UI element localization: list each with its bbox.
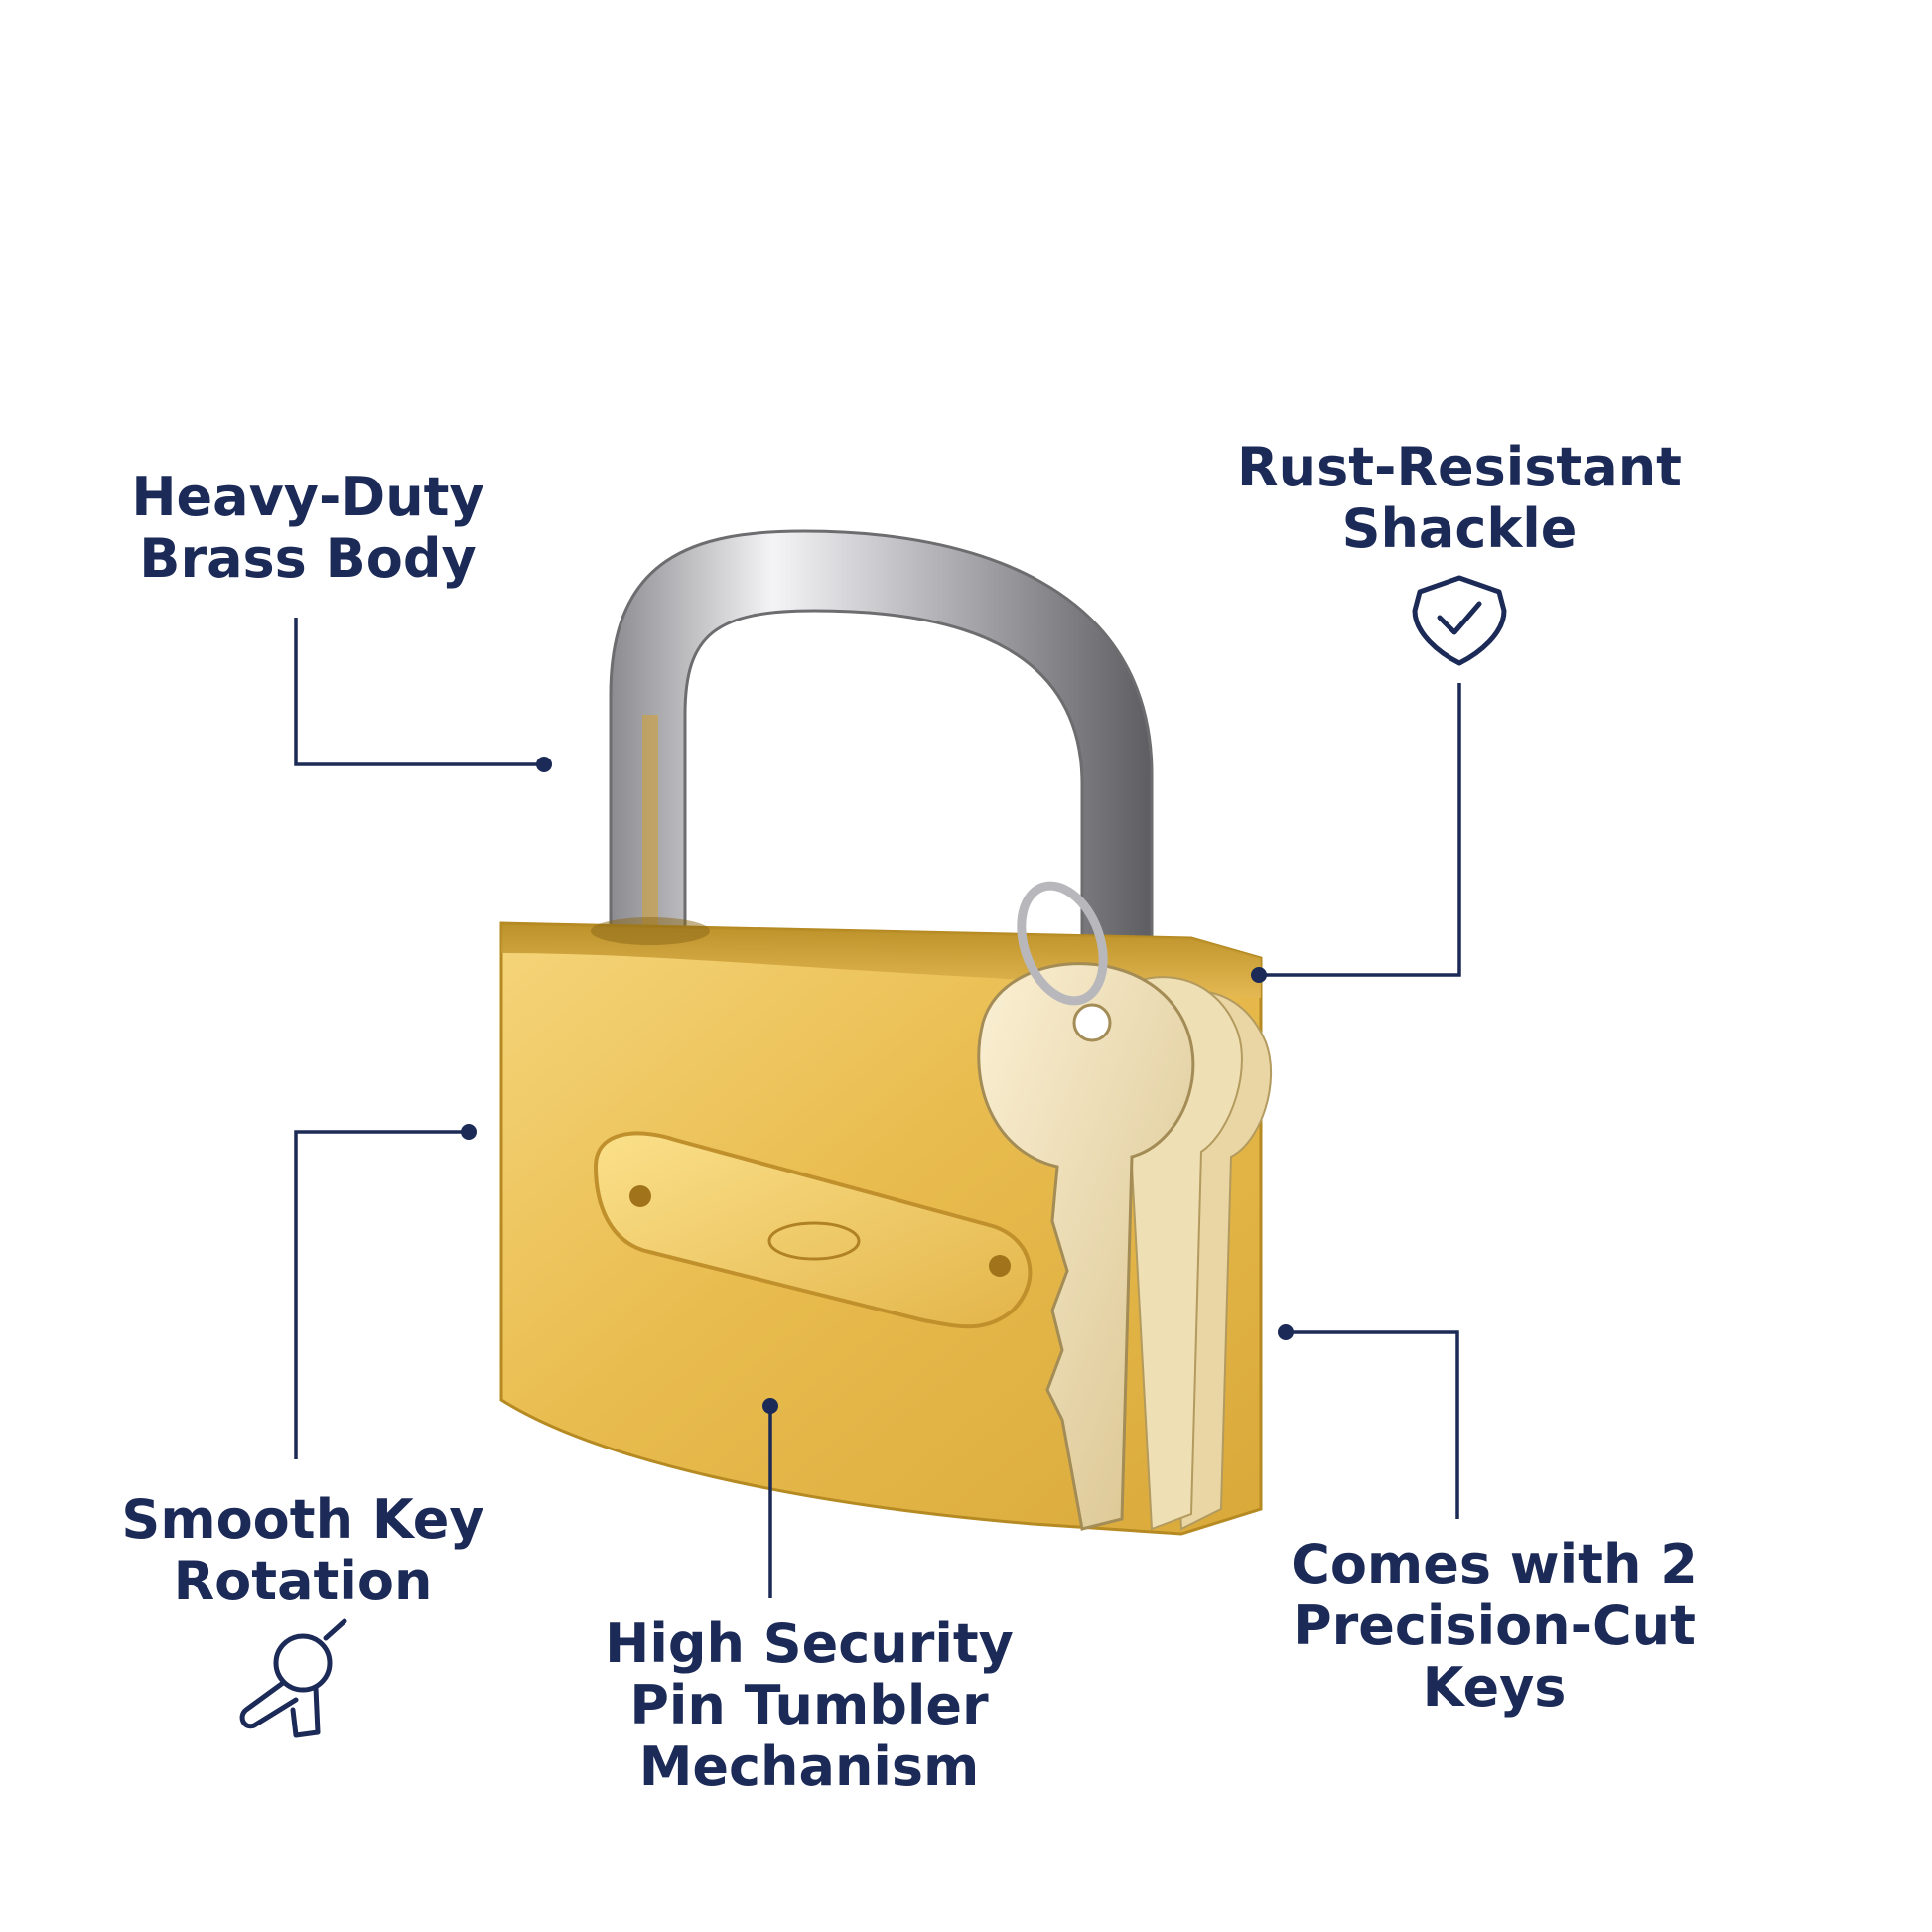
key-rotation-icon [239,1618,347,1738]
feature-keys-line2: Precision-Cut [1293,1594,1696,1657]
feature-brass-body-line1: Heavy-Duty [131,466,484,528]
key-ring [1017,881,1108,1006]
feature-key-rotation: Smooth Key Rotation [89,1489,516,1612]
shield-check-icon [1412,575,1507,666]
feature-brass-body-line2: Brass Body [139,527,477,590]
feature-pin-tumbler-line3: Mechanism [638,1735,980,1798]
key [977,962,1195,1531]
feature-pin-tumbler-line2: Pin Tumbler [629,1674,989,1736]
feature-keys-line1: Comes with 2 [1291,1533,1698,1595]
callout-dot [1251,967,1267,983]
feature-shackle: Rust-Resistant Shackle [1211,437,1708,560]
feature-keys-line3: Keys [1422,1656,1567,1719]
feature-brass-body: Heavy-Duty Brass Body [99,467,516,590]
feature-key-rotation-line1: Smooth Key [121,1488,484,1551]
feature-shackle-line2: Shackle [1341,497,1578,560]
shackle [609,529,1154,955]
callout-dot [1278,1324,1294,1340]
callout-dot [461,1124,477,1140]
callout-dot [762,1398,778,1414]
nameplate [593,1131,1033,1329]
callout-dot [536,757,552,772]
feature-pin-tumbler-line1: High Security [605,1612,1014,1675]
feature-keys: Comes with 2 Precision-Cut Keys [1261,1534,1727,1719]
feature-key-rotation-line2: Rotation [173,1550,433,1612]
feature-shackle-line1: Rust-Resistant [1237,436,1682,498]
feature-pin-tumbler: High Security Pin Tumbler Mechanism [576,1613,1042,1798]
